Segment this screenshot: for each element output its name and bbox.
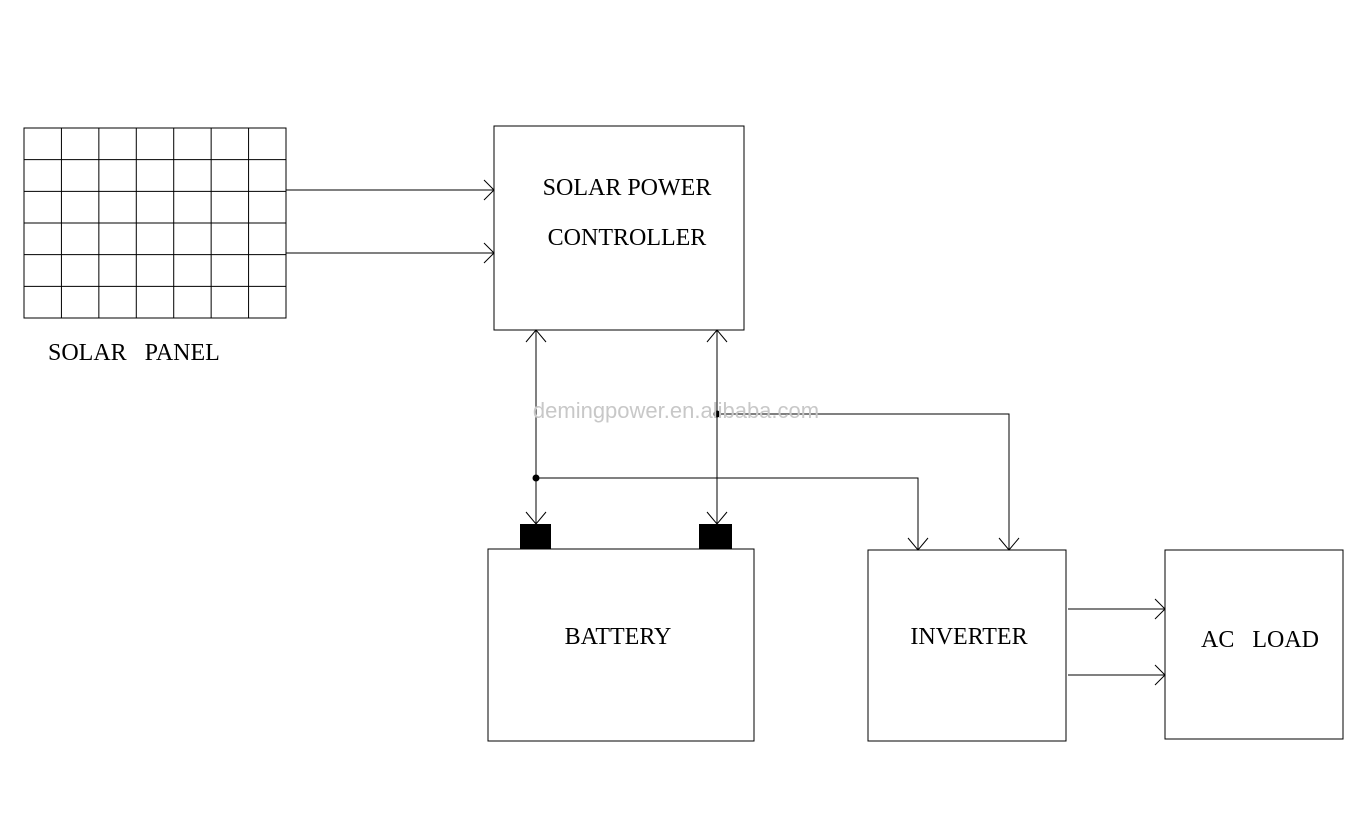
controller-label-line1: SOLAR POWER xyxy=(543,175,712,201)
controller-battery-wire-positive xyxy=(525,329,547,525)
panel-to-controller-wire-bottom xyxy=(286,242,495,264)
inverter-to-load-wire-top xyxy=(1068,598,1166,620)
battery-inverter-wire-positive xyxy=(532,474,929,551)
arrow-down-icon xyxy=(907,537,929,551)
battery-label: BATTERY xyxy=(565,624,672,650)
arrow-up-icon xyxy=(706,329,728,343)
arrow-down-icon xyxy=(525,511,547,525)
panel-to-controller-wire-top xyxy=(286,179,495,201)
battery: BATTERY xyxy=(487,524,755,742)
inverter: INVERTER xyxy=(867,549,1067,742)
battery-terminal-negative xyxy=(699,524,732,549)
solar-power-controller: SOLAR POWER CONTROLLER xyxy=(493,125,745,331)
inverter-to-load-wire-bottom xyxy=(1068,664,1166,686)
ac-load-label: AC LOAD xyxy=(1201,627,1319,653)
solar-panel-label: SOLAR PANEL xyxy=(48,340,220,366)
arrow-down-icon xyxy=(706,511,728,525)
ac-load: AC LOAD xyxy=(1164,549,1344,740)
arrow-down-icon xyxy=(998,537,1020,551)
battery-inverter-wire-negative xyxy=(713,410,1020,551)
arrow-up-icon xyxy=(525,329,547,343)
watermark-text: demingpower.en.alibaba.com xyxy=(533,398,819,423)
controller-label-line2: CONTROLLER xyxy=(548,225,707,251)
controller-battery-wire-negative xyxy=(706,329,728,525)
solar-panel xyxy=(23,127,287,319)
solar-panel-grid xyxy=(24,128,286,318)
inverter-label: INVERTER xyxy=(910,624,1027,650)
battery-terminal-positive xyxy=(520,524,551,549)
